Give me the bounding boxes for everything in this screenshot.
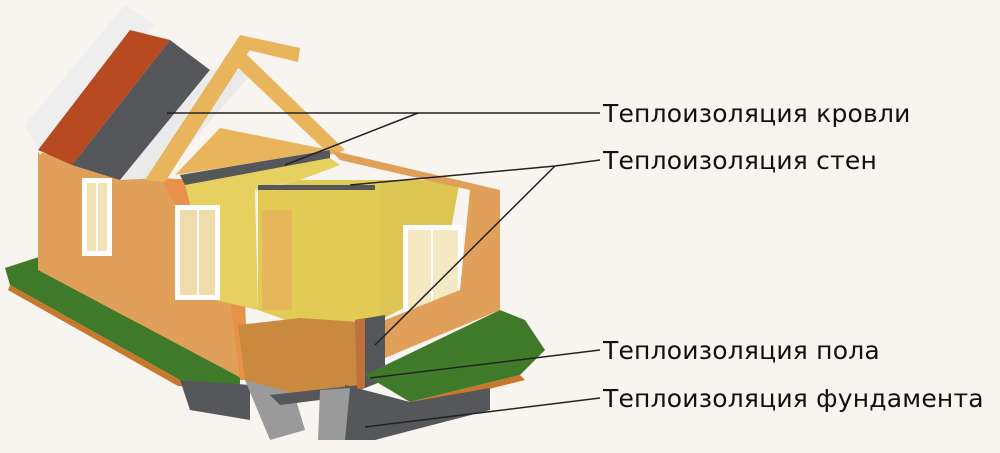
roof xyxy=(25,5,345,182)
grass-left xyxy=(5,255,240,390)
label-wall-insulation: Теплоизоляция стен xyxy=(603,146,878,175)
label-foundation-insulation: Теплоизоляция фундамента xyxy=(603,384,984,413)
ceiling-insulation xyxy=(180,150,330,185)
leader-line-floor xyxy=(369,349,601,379)
leader-lines xyxy=(167,112,601,428)
window-center xyxy=(175,205,220,300)
foundation-right xyxy=(318,385,490,440)
window-right xyxy=(403,225,463,313)
window-left xyxy=(82,178,112,256)
label-roof-insulation: Теплоизоляция кровли xyxy=(603,99,911,128)
leader-line-foundation xyxy=(364,397,601,428)
interior-walls xyxy=(185,158,460,325)
label-floor-insulation: Теплоизоляция пола xyxy=(603,336,880,365)
